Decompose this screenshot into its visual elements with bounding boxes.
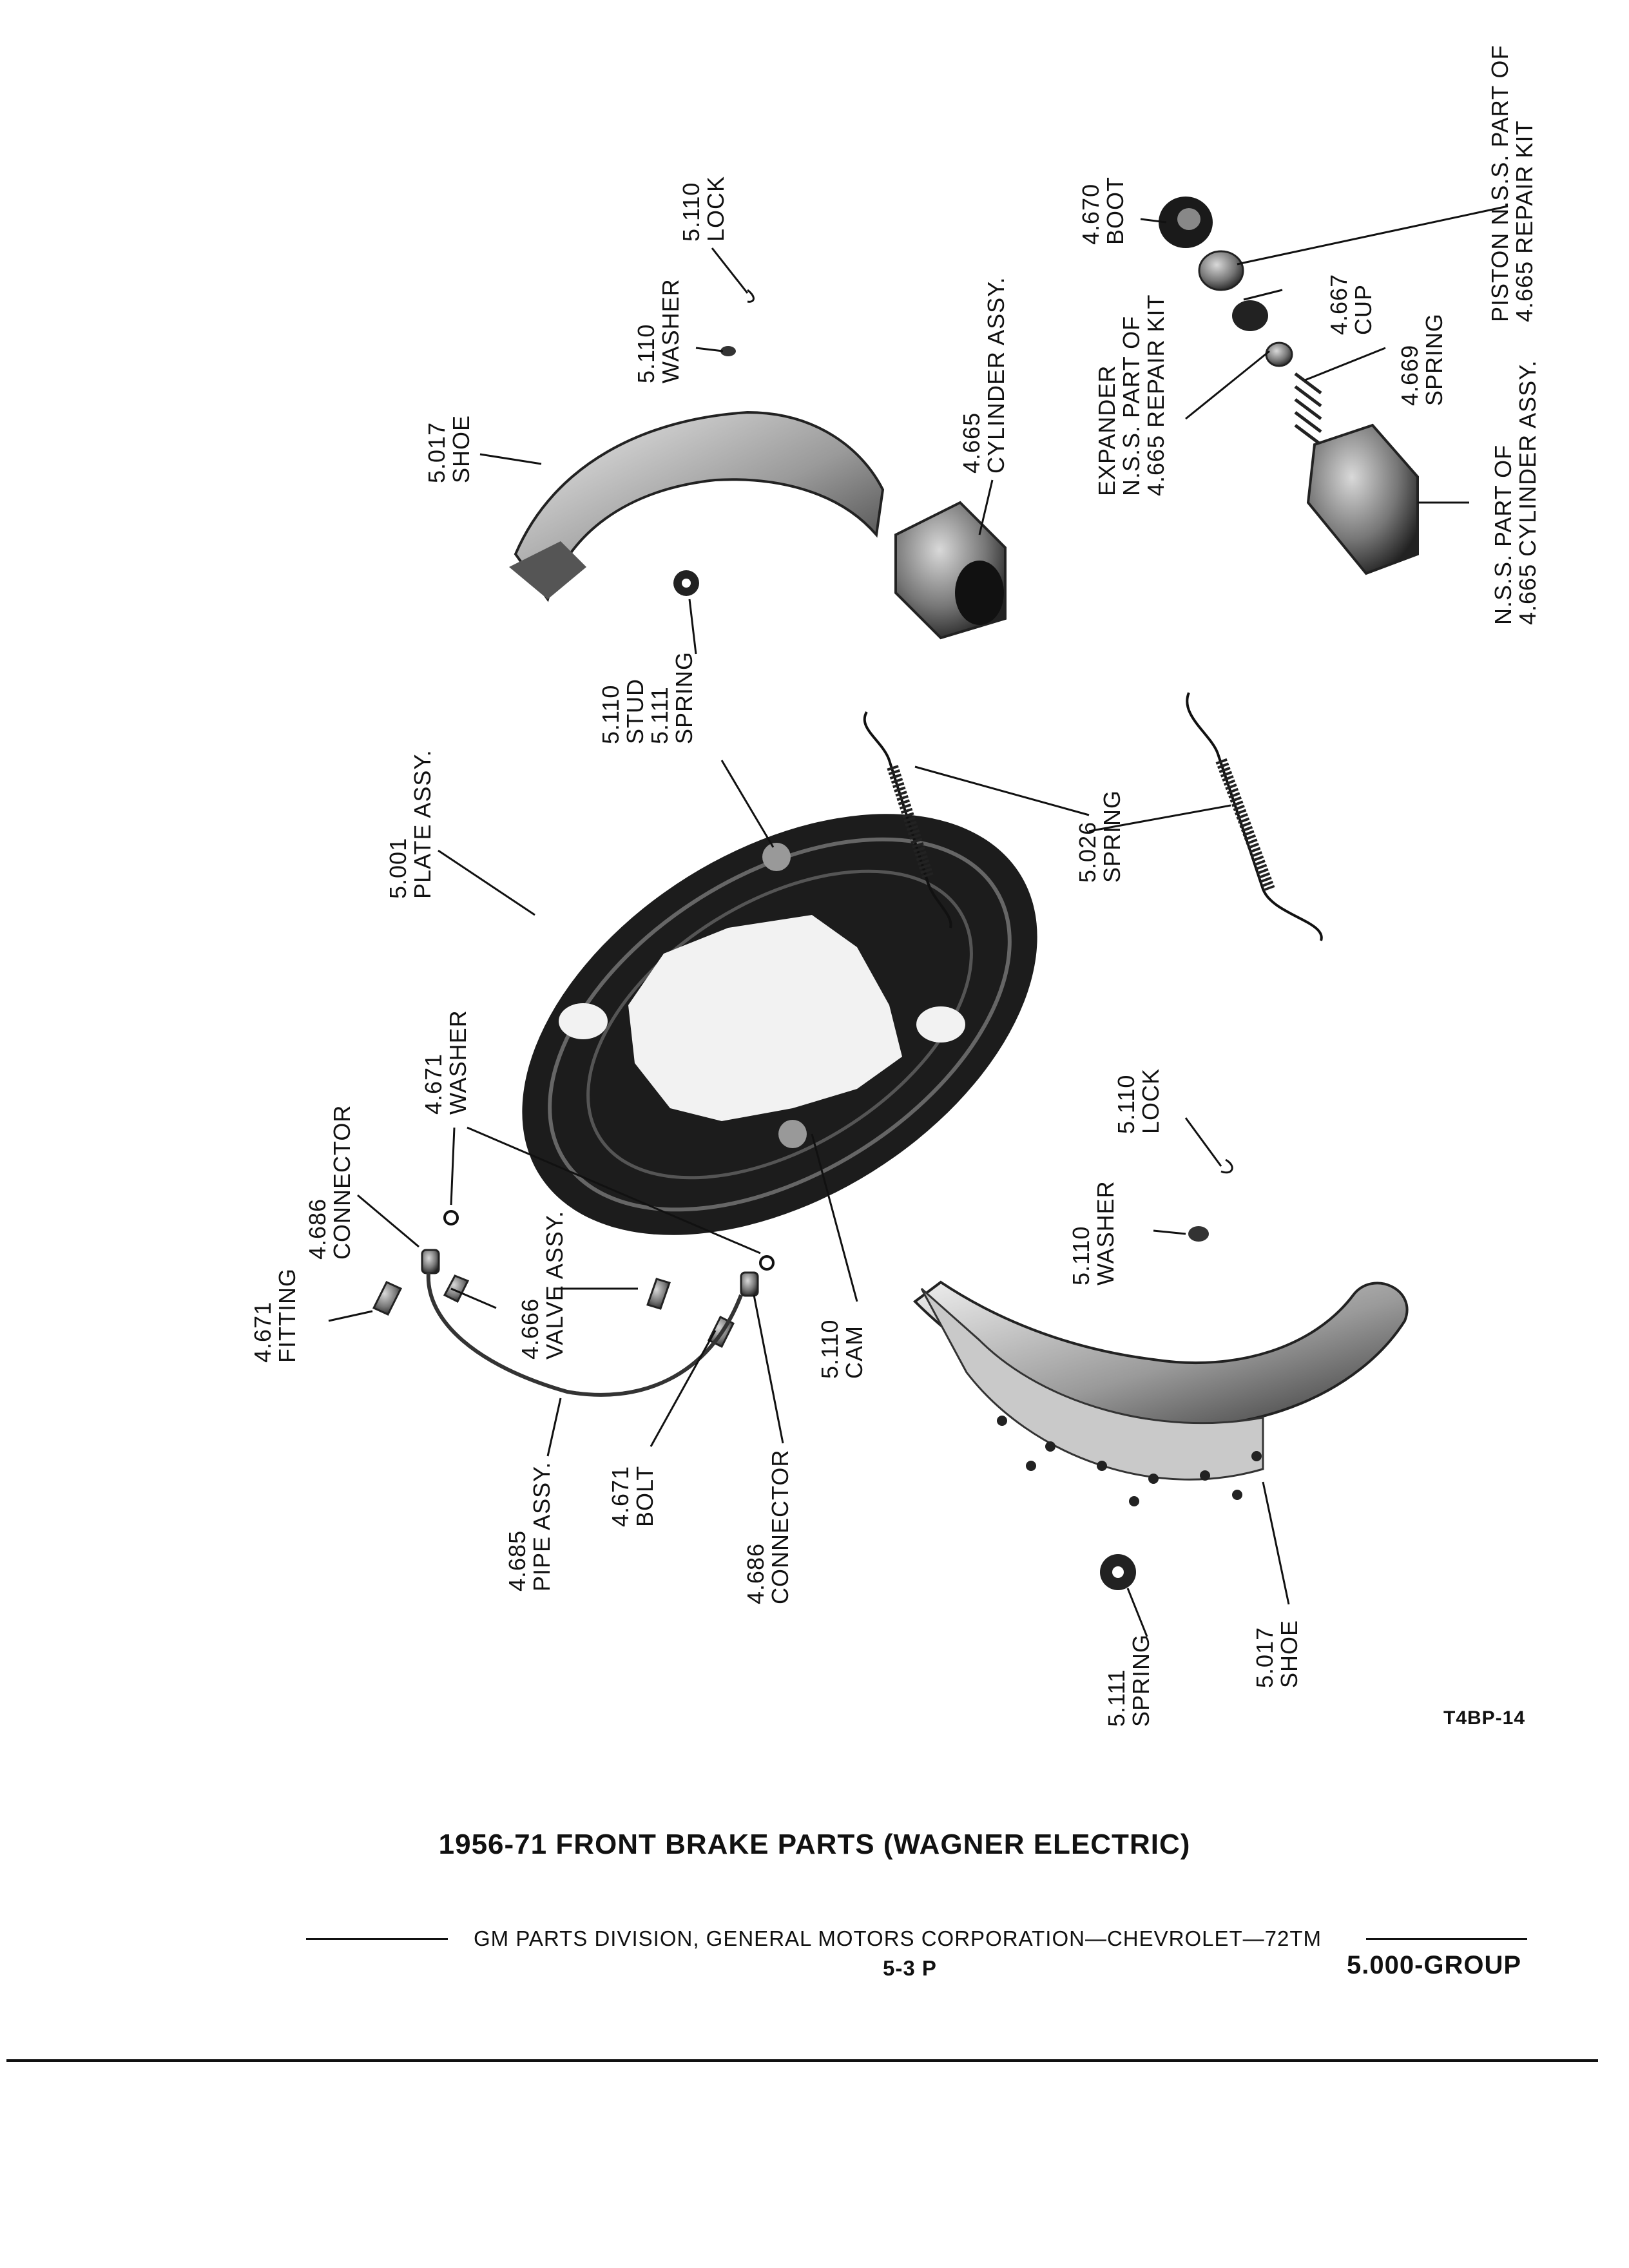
label-connector-bottom-num: 4.686 (742, 1543, 769, 1604)
label-valve-num: 4.666 (517, 1298, 543, 1360)
svg-text:4.665CYLINDER ASSY.: 4.665CYLINDER ASSY. (958, 277, 1009, 474)
lower-brake-shoe (912, 1280, 1409, 1506)
label-washer-bottom-num: 5.110 (1068, 1226, 1094, 1285)
label-bolt-name: BOLT (631, 1466, 658, 1527)
label-spring5026-num: 5.026 (1074, 822, 1101, 883)
svg-text:4.666VALVE ASSY.: 4.666VALVE ASSY. (517, 1211, 568, 1360)
label-boot-name: BOOT (1102, 177, 1128, 245)
page-number: 5-3 P (883, 1956, 937, 1980)
label-nss-cyl-1: N.S.S. PART OF (1490, 445, 1516, 625)
label-piston-2: 4.665 REPAIR KIT (1511, 120, 1537, 322)
label-piston-1: PISTON N.S.S. PART OF (1487, 45, 1513, 322)
svg-text:5.017SHOE: 5.017SHOE (423, 415, 474, 483)
label-spring5111-name: SPRING (671, 651, 697, 744)
svg-text:5.001PLATE ASSY.: 5.001PLATE ASSY. (385, 749, 436, 899)
label-expander-1: EXPANDER (1094, 365, 1120, 496)
label-spring5111-num: 5.111 (646, 686, 673, 744)
wheel-cylinder (894, 501, 1007, 640)
label-spring4669-num: 4.669 (1396, 345, 1423, 406)
label-cylinder-name: CYLINDER ASSY. (983, 277, 1009, 474)
svg-text:N.S.S. PART OF4.665 CYLINDER A: N.S.S. PART OF4.665 CYLINDER ASSY. (1490, 360, 1541, 625)
svg-text:4.685PIPE ASSY.: 4.685PIPE ASSY. (504, 1462, 555, 1591)
label-cam-num: 5.110 (816, 1320, 843, 1379)
label-washer4671-num: 4.671 (420, 1053, 447, 1115)
label-spring5111-bottom-num: 5.111 (1103, 1669, 1130, 1727)
label-spring5026-name: SPRING (1099, 790, 1125, 883)
cylinder-components (1159, 197, 1419, 575)
svg-text:5.026SPRING: 5.026SPRING (1074, 790, 1125, 883)
footer-rule-right (1366, 1938, 1527, 1940)
figure-code: T4BP-14 (1443, 1707, 1526, 1729)
label-expander-2: N.S.S. PART OF (1118, 316, 1144, 496)
backing-plate (522, 814, 1037, 1235)
label-cup-name: CUP (1350, 284, 1376, 335)
label-fitting-name: FITTING (274, 1268, 300, 1363)
part-labels: 5.110LOCK 5.110WASHER 5.017SHOE 4.665CYL… (249, 45, 1541, 1727)
label-spring4669-name: SPRING (1421, 313, 1447, 406)
svg-text:4.686CONNECTOR: 4.686CONNECTOR (304, 1105, 355, 1260)
bottom-rule (6, 2059, 1598, 2062)
svg-text:5.111SPRING: 5.111SPRING (1103, 1634, 1154, 1727)
svg-text:4.671FITTING: 4.671FITTING (249, 1268, 300, 1363)
label-washer-bottom-name: WASHER (1092, 1180, 1119, 1285)
label-lock-top-name: LOCK (702, 176, 729, 242)
label-washer-top-num: 5.110 (633, 324, 659, 383)
label-lock-bottom-num: 5.110 (1113, 1075, 1139, 1134)
svg-text:5.017SHOE: 5.017SHOE (1251, 1620, 1302, 1688)
label-spring5111-bottom-name: SPRING (1128, 1634, 1154, 1727)
svg-text:4.686CONNECTOR: 4.686CONNECTOR (742, 1450, 793, 1604)
svg-text:5.110LOCK: 5.110LOCK (678, 176, 729, 242)
label-valve-name: VALVE ASSY. (541, 1211, 568, 1360)
page-title: 1956-71 FRONT BRAKE PARTS (WAGNER ELECTR… (438, 1829, 1191, 1860)
label-connector-top-name: CONNECTOR (329, 1105, 355, 1260)
label-boot-num: 4.670 (1077, 184, 1104, 245)
leader-lines (328, 205, 1509, 1637)
svg-text:5.110STUD5.111SPRING: 5.110STUD5.111SPRING (597, 651, 697, 744)
svg-text:5.110WASHER: 5.110WASHER (1068, 1180, 1119, 1285)
svg-text:5.110LOCK: 5.110LOCK (1113, 1068, 1164, 1134)
svg-text:5.110WASHER: 5.110WASHER (633, 278, 684, 383)
group-label: 5.000-GROUP (1347, 1951, 1522, 1979)
label-cup-num: 4.667 (1325, 274, 1352, 335)
svg-text:4.669SPRING: 4.669SPRING (1396, 313, 1447, 406)
label-shoe-bottom-num: 5.017 (1251, 1627, 1278, 1688)
label-pipe-name: PIPE ASSY. (528, 1462, 555, 1591)
label-shoe-top-num: 5.017 (423, 422, 450, 483)
label-shoe-bottom-name: SHOE (1276, 1620, 1302, 1688)
svg-text:4.671BOLT: 4.671BOLT (607, 1466, 658, 1527)
label-expander-3: 4.665 REPAIR KIT (1142, 294, 1169, 496)
label-fitting-num: 4.671 (249, 1302, 276, 1363)
label-stud-name: STUD (622, 678, 648, 744)
svg-text:5.110CAM: 5.110CAM (816, 1320, 867, 1379)
label-lock-top-num: 5.110 (678, 182, 704, 242)
label-connector-top-num: 4.686 (304, 1198, 331, 1260)
svg-text:EXPANDERN.S.S. PART OF4.665 RE: EXPANDERN.S.S. PART OF4.665 REPAIR KIT (1094, 294, 1169, 496)
return-springs (863, 692, 1323, 941)
svg-text:4.667CUP: 4.667CUP (1325, 274, 1376, 335)
small-hardware (372, 289, 1233, 1590)
label-plate-name: PLATE ASSY. (409, 749, 436, 899)
label-lock-bottom-name: LOCK (1137, 1068, 1164, 1134)
footer-rule-left (306, 1938, 448, 1940)
upper-brake-shoe (509, 410, 885, 602)
label-shoe-top-name: SHOE (448, 415, 474, 483)
label-connector-bottom-name: CONNECTOR (767, 1450, 793, 1604)
svg-text:4.670BOOT: 4.670BOOT (1077, 177, 1128, 245)
label-bolt-num: 4.671 (607, 1466, 633, 1527)
label-nss-cyl-2: 4.665 CYLINDER ASSY. (1514, 360, 1541, 625)
label-stud-num: 5.110 (597, 685, 624, 744)
svg-text:PISTON N.S.S. PART OF4.665 REP: PISTON N.S.S. PART OF4.665 REPAIR KIT (1487, 45, 1537, 322)
svg-text:4.671WASHER: 4.671WASHER (420, 1010, 471, 1115)
label-pipe-num: 4.685 (504, 1530, 530, 1591)
label-washer4671-name: WASHER (445, 1010, 471, 1115)
label-washer-top-name: WASHER (657, 278, 684, 383)
label-cam-name: CAM (841, 1325, 867, 1379)
label-plate-num: 5.001 (385, 838, 411, 899)
label-cylinder-num: 4.665 (958, 412, 985, 474)
footer-publisher: GM PARTS DIVISION, GENERAL MOTORS CORPOR… (474, 1927, 1322, 1950)
